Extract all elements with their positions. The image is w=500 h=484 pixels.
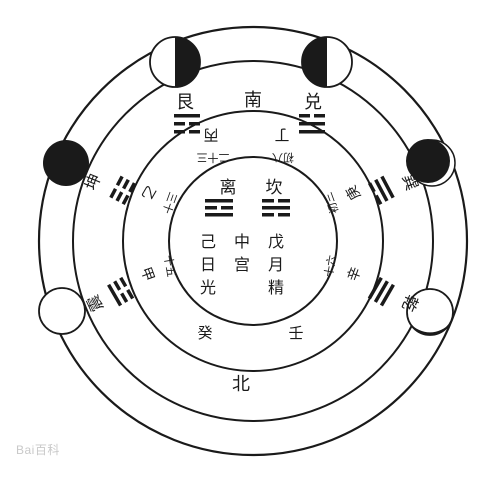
stem-xin-label: 辛	[345, 265, 365, 284]
south-label: 南	[244, 90, 262, 111]
moon-phase-new-moon-right	[406, 139, 456, 187]
trigram-xun-label: 巽	[399, 171, 422, 193]
inner-ring	[122, 110, 384, 372]
trigram-li-symbol	[205, 199, 233, 217]
stem-gui-label: 癸	[197, 324, 212, 342]
outer-ring	[37, 25, 469, 457]
trigram-dui-label: 兑	[304, 92, 322, 113]
lunar-day-label: 初三	[321, 190, 342, 215]
moon-phase-full-moon	[38, 287, 86, 335]
trigram-zhen-label: 震	[83, 292, 107, 315]
center-wu: 戊	[268, 232, 284, 251]
moon-phase-new-moon-left	[43, 140, 89, 186]
middle-ring	[72, 60, 434, 422]
center-yue: 月	[268, 255, 284, 274]
stem-geng-label: 庚	[343, 182, 364, 202]
center-gong: 宫	[234, 255, 250, 274]
center-zhong: 中	[234, 232, 250, 251]
lunar-day-label: 三十	[160, 190, 181, 215]
center-jing: 精	[268, 278, 284, 297]
trigram-kun-label: 坤	[81, 171, 105, 193]
trigram-gen-symbol	[174, 114, 200, 134]
trigram-gen-label: 艮	[176, 92, 194, 113]
trigram-dui-symbol	[299, 114, 325, 134]
stem-jia-label: 甲	[137, 265, 157, 284]
stem-bing-label: 丙	[203, 126, 218, 144]
trigram-li-label: 离	[220, 178, 237, 198]
lunar-day-label: 二十三	[197, 151, 230, 165]
trigram-kan-symbol	[262, 199, 290, 217]
lunar-day-label: 初八	[272, 151, 294, 165]
center-ri: 日	[200, 255, 216, 274]
trigram-qian-label: 乾	[398, 292, 422, 314]
north-label: 北	[232, 374, 250, 395]
lunar-day-label: 十五	[161, 254, 179, 278]
center-guang: 光	[200, 278, 216, 297]
trigram-kun-symbol	[109, 175, 137, 206]
stem-ren-label: 壬	[288, 324, 303, 342]
stem-yi-label: 乙	[138, 182, 159, 202]
stem-ding-label: 丁	[274, 126, 289, 144]
center-ji: 己	[200, 232, 216, 251]
watermark-logo: Bai百科	[16, 443, 60, 457]
trigram-zhen-symbol	[107, 276, 135, 307]
moon-phase-waning-crescent	[406, 288, 454, 336]
trigram-kan-label: 坎	[266, 178, 283, 198]
moon-phase-first-quarter	[149, 36, 201, 88]
center-ring	[168, 156, 338, 326]
trigram-xun-symbol	[367, 175, 395, 206]
trigram-qian-symbol	[367, 276, 395, 307]
moon-phase-last-quarter	[301, 36, 353, 88]
lunar-day-label: 十六	[321, 254, 339, 278]
